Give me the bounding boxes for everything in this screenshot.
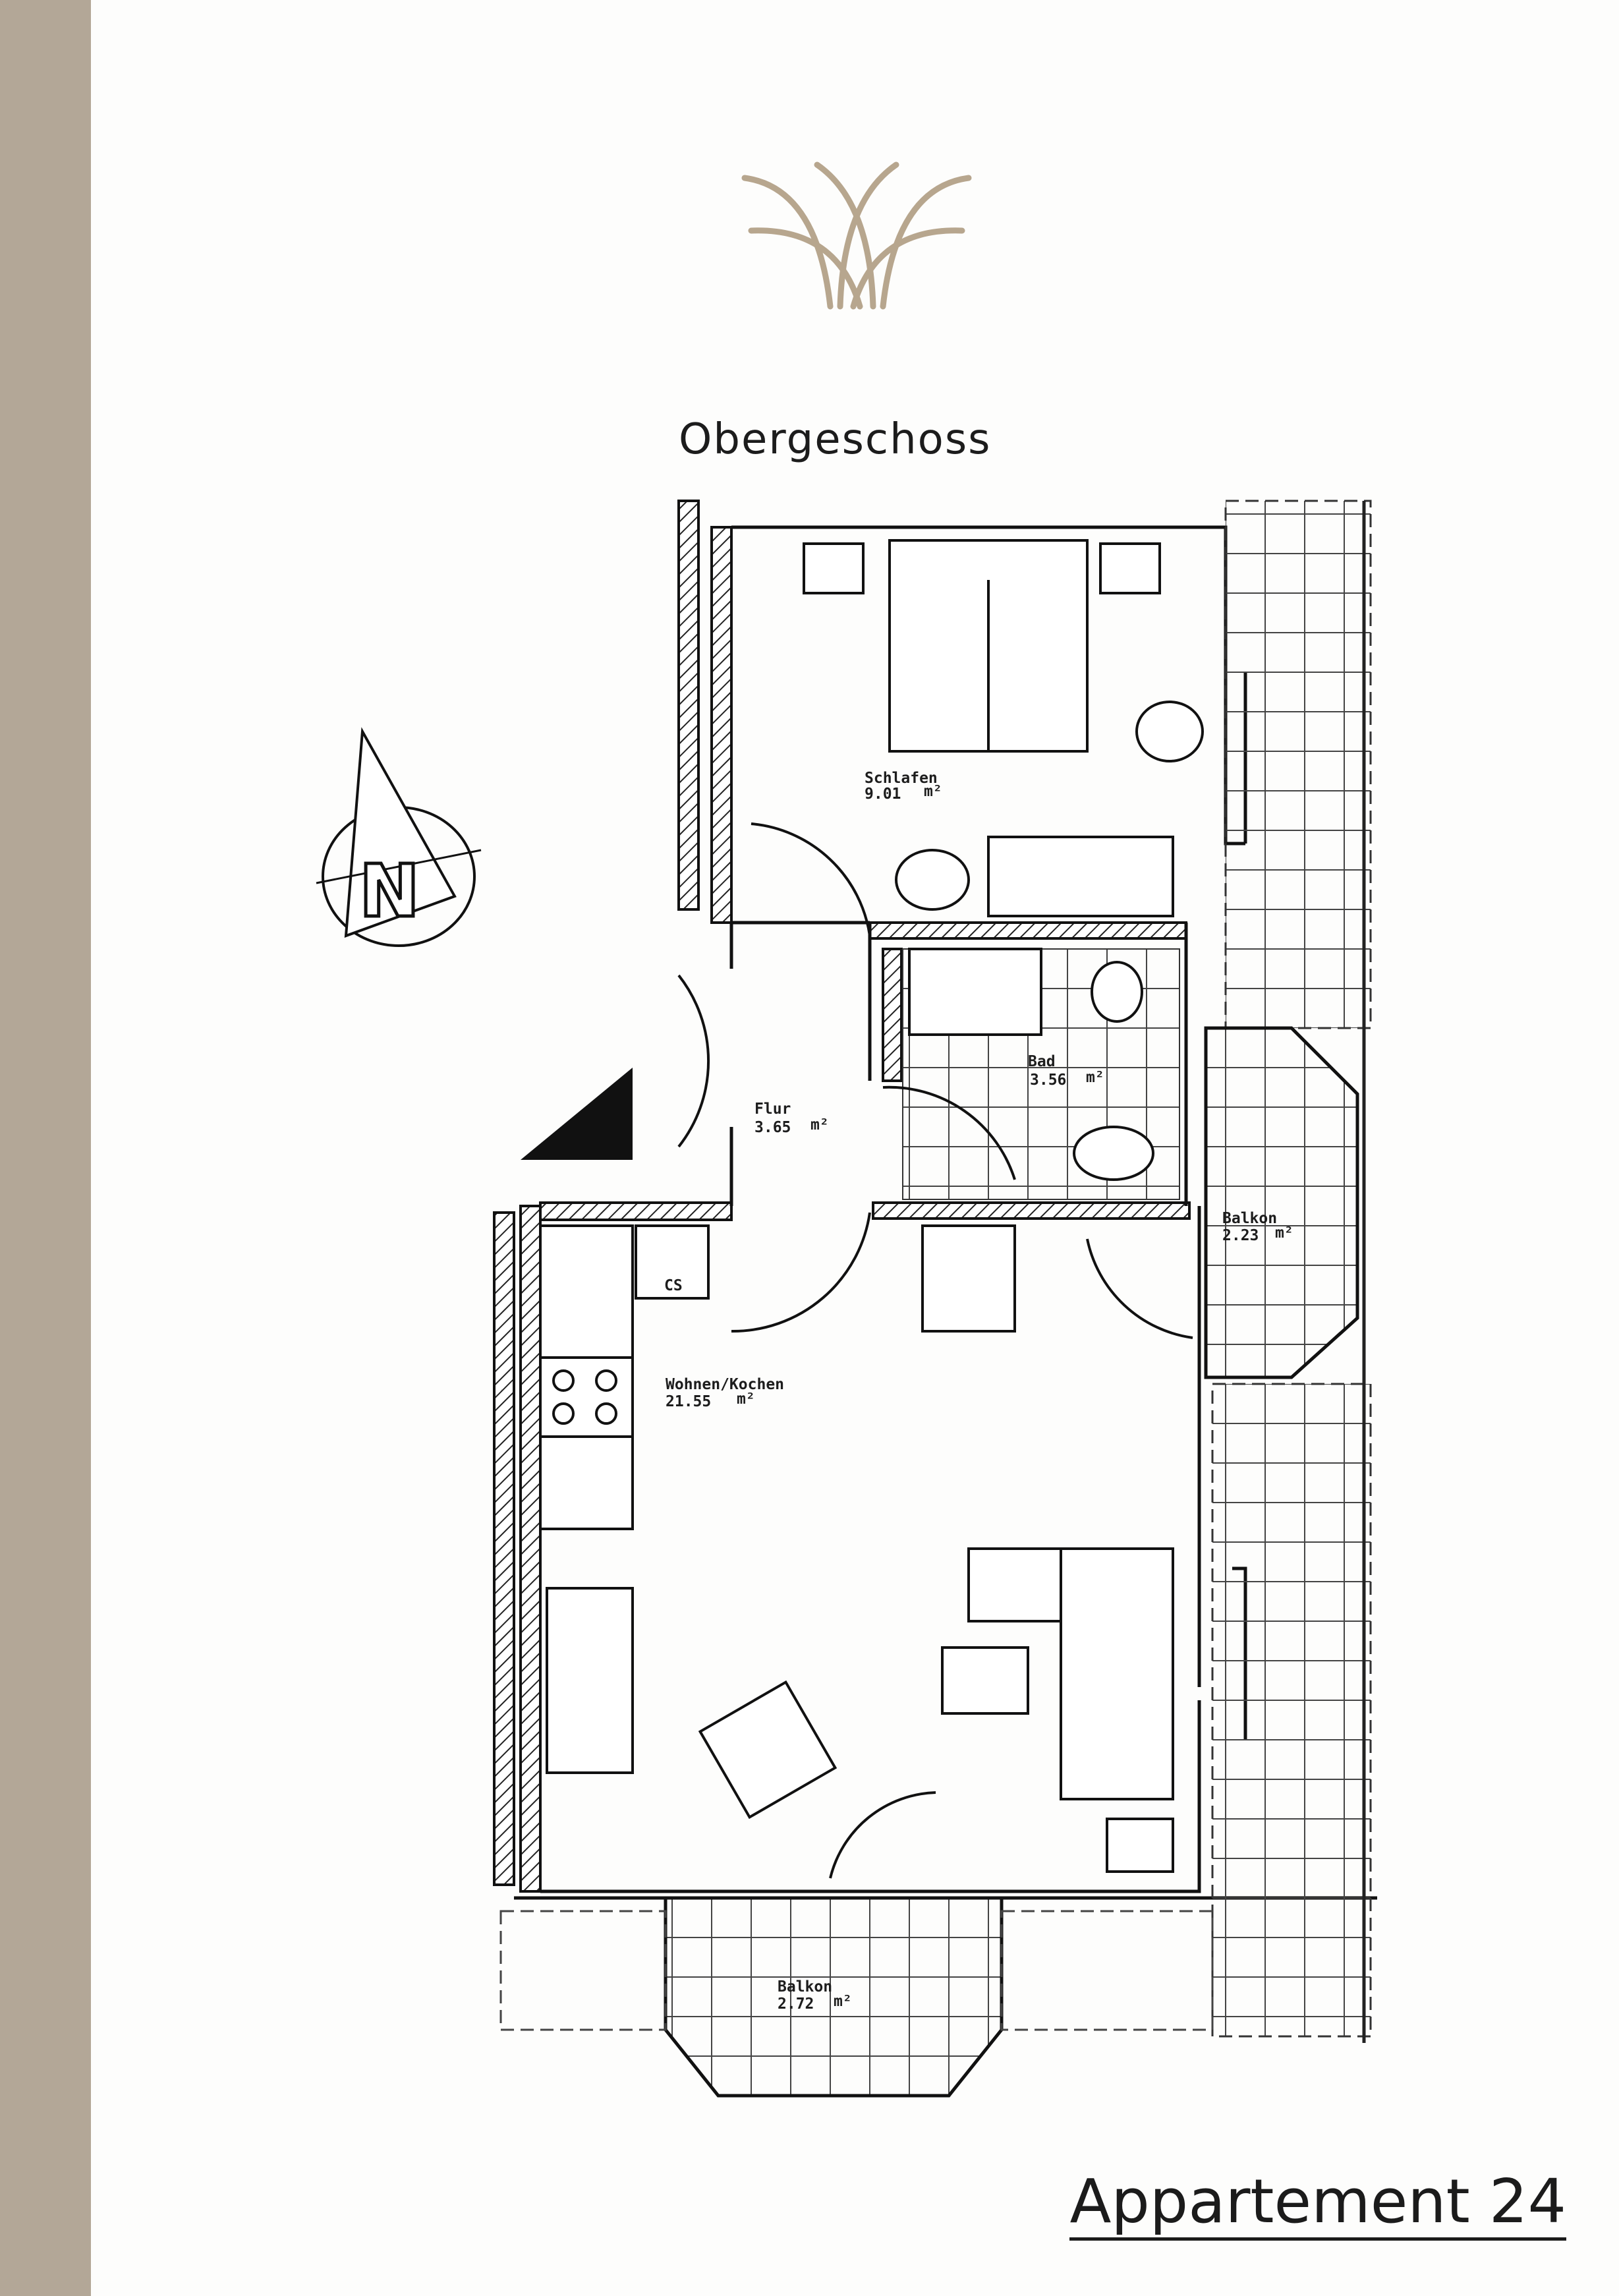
apartment-title: Appartement 24 (1069, 2168, 1566, 2241)
wardrobe (987, 836, 1174, 917)
washbasin (1073, 1126, 1154, 1181)
kitchen-sink (539, 1224, 634, 1359)
room-unit: m² (1275, 1224, 1293, 1242)
balcony-bottom (499, 1896, 1214, 2098)
nightstand-left (803, 542, 865, 594)
sofa (1060, 1547, 1174, 1800)
nightstand-right (1099, 542, 1161, 594)
bedroom-chair (1135, 701, 1204, 762)
fridge (635, 1224, 710, 1300)
exterior-walls (493, 500, 1191, 1893)
compass-letter: N (359, 849, 420, 933)
room-unit: m² (737, 1391, 755, 1408)
logo-icon (741, 161, 972, 310)
room-label-balkon-bottom: Balkon 2.72 m² (778, 1978, 852, 2013)
appliance-label: CS (664, 1277, 683, 1294)
coffee-table (941, 1646, 1029, 1715)
side-band (0, 0, 91, 2296)
floor-title: Obergeschoss (679, 415, 992, 464)
bedroom-seat (895, 849, 970, 911)
room-area: 2.72 (778, 1995, 814, 2013)
room-name: Wohnen/Kochen (666, 1376, 784, 1393)
stove (539, 1356, 634, 1438)
door-swings (677, 822, 1193, 1879)
room-unit: m² (810, 1116, 829, 1134)
toilet (1091, 961, 1143, 1023)
compass-icon (316, 727, 482, 947)
side-table (1106, 1818, 1174, 1873)
entrance-arrow-icon (521, 1068, 633, 1160)
room-area: 21.55 (666, 1393, 711, 1410)
room-area: 3.65 (754, 1119, 791, 1136)
room-area: 9.01 (865, 786, 901, 803)
room-label-bad: Bad 3.56 m² (1028, 1053, 1104, 1089)
balcony-right (1204, 1026, 1359, 1379)
room-name: Schlafen (865, 770, 938, 787)
sideboard (546, 1587, 634, 1774)
room-label-balkon-right: Balkon 2.23 m² (1222, 1210, 1293, 1244)
shower-tray (908, 948, 1042, 1036)
room-area: 2.23 (1222, 1227, 1259, 1244)
kitchen-counter (539, 1435, 634, 1530)
room-name: Balkon (778, 1978, 832, 1995)
dining-table (921, 1224, 1016, 1333)
room-label-flur: Flur 3.65 m² (754, 1101, 829, 1136)
room-name: Bad (1028, 1053, 1056, 1070)
armchair-left (967, 1547, 1069, 1622)
room-unit: m² (924, 783, 942, 800)
room-name: Flur (754, 1101, 791, 1118)
terrace-area (1211, 500, 1372, 2043)
room-label-wohnen-kochen: Wohnen/Kochen 21.55 m² (666, 1376, 784, 1410)
room-unit: m² (1086, 1069, 1104, 1086)
room-unit: m² (834, 1993, 852, 2010)
room-area: 3.56 (1030, 1072, 1066, 1089)
room-label-schlafen: Schlafen 9.01 m² (865, 770, 942, 803)
room-name: Balkon (1222, 1210, 1277, 1227)
armchair-rotated (698, 1680, 838, 1820)
